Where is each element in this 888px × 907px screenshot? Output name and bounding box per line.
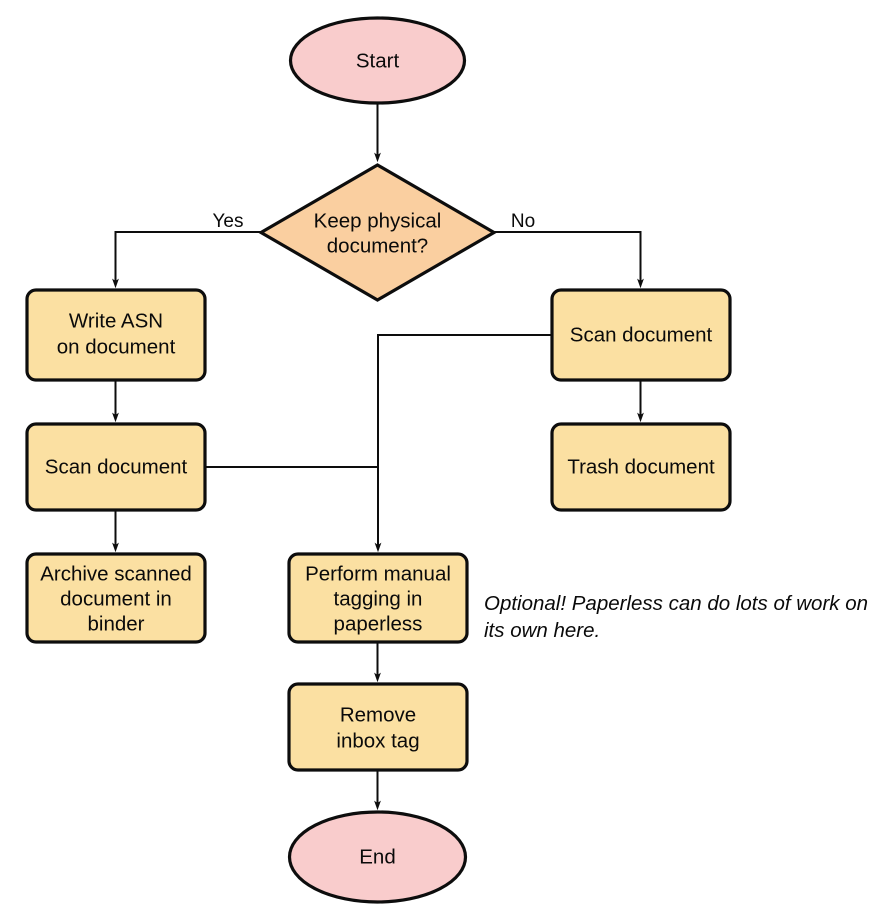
edge-label-yes: Yes — [213, 211, 244, 232]
annotation-note-line2: its own here. — [484, 619, 601, 643]
node-scan-document-left[interactable]: Scan document — [25, 422, 207, 512]
node-decision-keep-physical-document[interactable]: Keep physical document? — [257, 163, 498, 302]
node-start[interactable]: Start — [288, 16, 467, 105]
node-archive-label-line2: document in — [60, 587, 172, 610]
node-remove-inbox-label-line2: inbox tag — [336, 729, 419, 752]
node-write-asn-on-document[interactable]: Write ASN on document — [25, 288, 207, 382]
annotation-note-line1: Optional! Paperless can do lots of work … — [484, 592, 869, 615]
edge-scan-right-to-tagging — [374, 334, 552, 553]
node-scan-document-right[interactable]: Scan document — [550, 288, 732, 382]
node-write-asn-label-line1: Write ASN — [69, 309, 163, 332]
node-trash-document-label: Trash document — [567, 455, 715, 478]
node-end[interactable]: End — [287, 810, 468, 904]
node-archive-label-line1: Archive scanned — [40, 562, 192, 585]
node-trash-document[interactable]: Trash document — [550, 422, 732, 512]
edge-decision-yes-to-write-asn — [112, 231, 261, 289]
node-tagging-label-line2: tagging in — [334, 587, 423, 610]
annotation-note: Optional! Paperless can do lots of work … — [484, 590, 868, 644]
node-remove-inbox-label-line1: Remove — [340, 703, 416, 726]
edge-label-no: No — [511, 211, 535, 232]
node-remove-inbox-tag[interactable]: Remove inbox tag — [287, 682, 469, 772]
node-write-asn-label-line2: on document — [57, 335, 176, 358]
edge-decision-no-to-scan-right — [494, 231, 644, 289]
node-end-label: End — [359, 845, 395, 868]
node-decision-label-line1: Keep physical — [314, 209, 442, 232]
node-archive-scanned-document[interactable]: Archive scanned document in binder — [25, 552, 207, 644]
node-scan-document-left-label: Scan document — [45, 455, 188, 478]
node-scan-document-right-label: Scan document — [570, 323, 713, 346]
node-decision-label-line2: document? — [327, 234, 428, 257]
node-perform-manual-tagging[interactable]: Perform manual tagging in paperless — [287, 552, 469, 644]
node-archive-label-line3: binder — [88, 612, 145, 635]
node-tagging-label-line1: Perform manual — [305, 562, 451, 585]
node-start-label: Start — [356, 49, 400, 72]
node-tagging-label-line3: paperless — [334, 612, 423, 635]
